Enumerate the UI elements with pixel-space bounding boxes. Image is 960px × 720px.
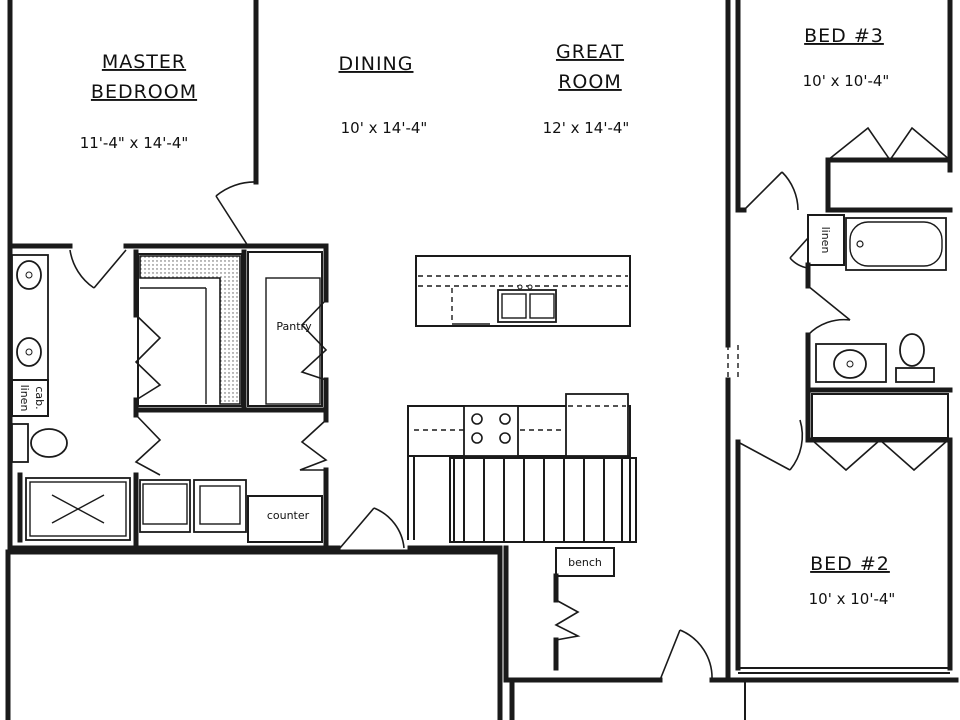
laundry: counter: [139, 479, 323, 543]
range-icon: [463, 405, 519, 457]
dining-title: DINING: [339, 53, 414, 75]
linen-cab-label-2: cab.: [33, 386, 46, 409]
room-labels: MASTER BEDROOM 11'-4" x 14'-4" DINING 10…: [80, 25, 896, 608]
closet-bifold-doors: [134, 299, 328, 476]
bed3-size: 10' x 10'-4": [803, 72, 890, 90]
linen-hall-label: linen: [819, 227, 832, 254]
hall-opening: [727, 345, 739, 380]
master-bath-fixtures: linen cab.: [9, 254, 131, 541]
great-room-title-line2: ROOM: [558, 71, 622, 93]
pantry: Pantry: [247, 251, 323, 407]
bath-door: [69, 249, 127, 289]
linen-cab-label-1: linen: [18, 385, 31, 412]
great-room-size: 12' x 14'-4": [543, 119, 630, 137]
master-bedroom-size: 11'-4" x 14'-4": [80, 134, 189, 152]
kitchen-island: [415, 255, 631, 327]
bed2-title: BED #2: [810, 553, 890, 575]
master-bedroom-title-line1: MASTER: [102, 51, 186, 73]
dining-size: 10' x 14'-4": [341, 119, 428, 137]
side-entry-door: [339, 507, 405, 549]
toilet-tank-icon: [11, 423, 29, 463]
great-room-title-line1: GREAT: [556, 41, 624, 63]
toilet-icon: [30, 428, 68, 458]
master-bedroom-door: [215, 181, 257, 247]
kitchen-counter: [407, 393, 631, 540]
entry: bench: [553, 547, 713, 681]
counter-label: counter: [267, 509, 310, 522]
stairs: [449, 457, 637, 543]
exterior-walls: [5, 0, 959, 720]
hall-bath: linen: [735, 126, 953, 472]
fridge-icon: [565, 393, 629, 457]
bed2-size: 10' x 10'-4": [809, 590, 896, 608]
kitchen-sink-icon: [497, 289, 557, 323]
pantry-label: Pantry: [276, 320, 312, 333]
master-bedroom-title-line2: BEDROOM: [91, 81, 197, 103]
bench-label: bench: [568, 556, 602, 569]
bed3-title: BED #3: [804, 25, 884, 47]
bath-toilet-icon: [899, 333, 925, 367]
master-bedroom-walls: [7, 0, 329, 551]
walk-in-closet: [137, 253, 243, 407]
